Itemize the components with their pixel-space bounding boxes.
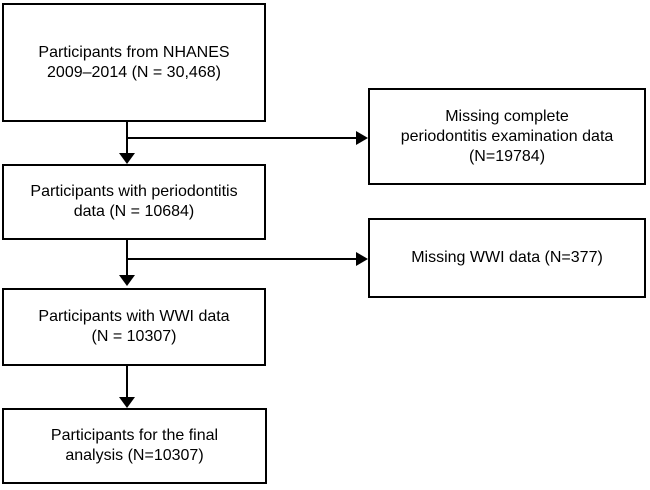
box-text-line: Missing complete (445, 107, 569, 125)
connector-line-down-1 (126, 122, 128, 154)
arrow-right-icon (356, 252, 368, 266)
arrow-down-icon (119, 153, 135, 164)
box-excluded-missing-wwi: Missing WWI data (N=377) (368, 218, 646, 298)
arrow-down-icon (119, 275, 135, 286)
box-text-line: 2009–2014 (N = 30,468) (47, 63, 221, 81)
box-text-line: Participants from NHANES (38, 43, 230, 61)
arrow-right-icon (356, 131, 368, 145)
arrow-down-icon (119, 397, 135, 408)
box-text-line: data (N = 10684) (73, 203, 195, 220)
box-text-line: (N=19784) (468, 147, 546, 165)
box-wwi-participants: Participants with WWI data (N = 10307) (2, 288, 266, 366)
box-text-line: Participants with periodontitis (30, 183, 238, 200)
box-text-line: Missing WWI data (N=377) (411, 249, 603, 266)
box-text-line: analysis (N=10307) (65, 447, 204, 464)
box-nhanes-participants: Participants from NHANES 2009–2014 (N = … (2, 3, 266, 122)
connector-line-branch-2 (127, 258, 357, 260)
connector-line-down-2 (126, 240, 128, 276)
box-text-line: periodontitis examination data (400, 127, 614, 145)
box-final-analysis: Participants for the final analysis (N=1… (2, 408, 267, 484)
box-excluded-missing-periodontitis: Missing complete periodontitis examinati… (368, 88, 646, 185)
box-text-line: (N = 10307) (91, 328, 177, 345)
connector-line-branch-1 (127, 137, 357, 139)
box-periodontitis-participants: Participants with periodontitis data (N … (2, 164, 266, 240)
connector-line-down-3 (126, 366, 128, 398)
box-text-line: Participants for the final (50, 427, 219, 444)
box-text-line: Participants with WWI data (38, 308, 230, 325)
